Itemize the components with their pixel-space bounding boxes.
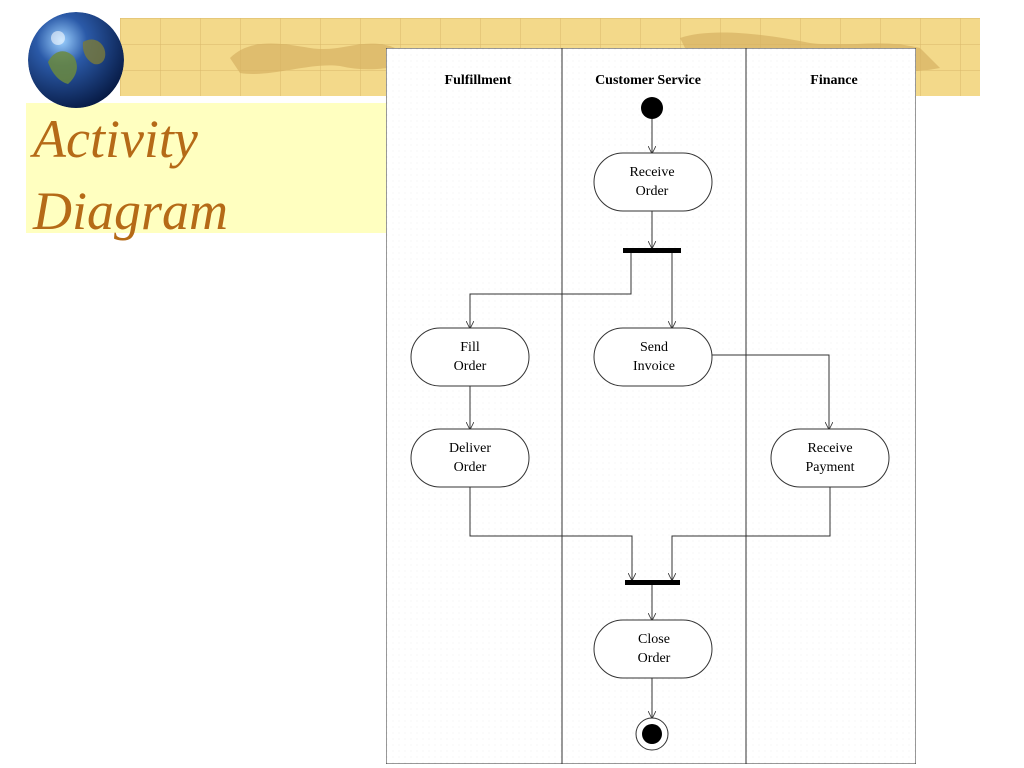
- activity-receive-payment: [770, 428, 890, 488]
- activity-label-line: Fill: [460, 340, 480, 355]
- activity-label-line: Order: [454, 460, 487, 475]
- globe-icon: [28, 12, 124, 108]
- activity-label-line: Order: [638, 651, 671, 666]
- lane-label-fulfillment: Fulfillment: [445, 73, 512, 88]
- activity-label-line: Order: [636, 184, 669, 199]
- slide-title-line-2: Diagram: [33, 181, 229, 241]
- activity-label-line: Deliver: [449, 441, 491, 456]
- slide-title-line-1: Activity: [33, 109, 198, 169]
- activity-label-line: Payment: [806, 460, 855, 475]
- activity-deliver-order: [410, 428, 530, 488]
- activity-diagram: Fulfillment Customer Service Finance Rec…: [386, 48, 916, 764]
- activity-receive-order: [593, 152, 713, 212]
- start-node: [641, 97, 663, 119]
- lane-label-finance: Finance: [810, 73, 857, 88]
- activity-label-line: Order: [454, 359, 487, 374]
- join-bar: [625, 580, 680, 585]
- activity-label-line: Receive: [807, 441, 852, 456]
- activity-label-line: Invoice: [633, 359, 675, 374]
- fork-bar: [623, 248, 681, 253]
- activity-close-order: [593, 619, 713, 679]
- lane-label-customer-service: Customer Service: [595, 73, 701, 88]
- activity-label-line: Receive: [629, 165, 674, 180]
- activity-label-line: Send: [640, 340, 668, 355]
- end-node: [642, 724, 662, 744]
- activity-fill-order: [410, 327, 530, 387]
- activity-send-invoice: [593, 327, 713, 387]
- title-panel: [26, 103, 386, 233]
- activity-label-line: Close: [638, 632, 670, 647]
